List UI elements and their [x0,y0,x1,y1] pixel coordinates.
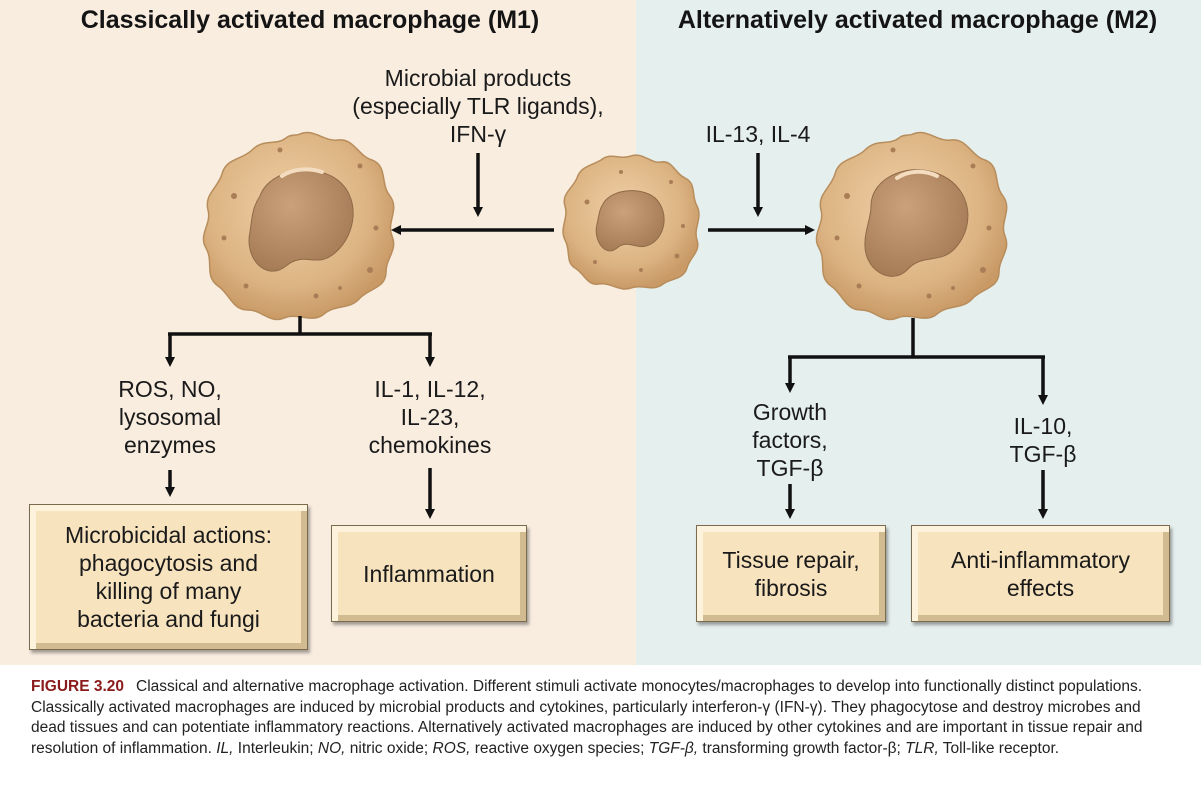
m2-products-left: Growth factors, TGF-β [752,399,828,481]
inflammation-box: Inflammation [331,525,527,622]
caption-text: Classical and alternative macrophage act… [31,678,1143,757]
anti-inflammatory-box: Anti-inflammatory effects [911,525,1170,622]
m1-stimulus-label: Microbial products (especially TLR ligan… [352,65,604,147]
m1-title: Classically activated macrophage (M1) [80,6,540,34]
figure: Classically activated macrophage (M1) Al… [0,0,1201,665]
m1-macrophage-cell [202,131,395,321]
m1-products-right: IL-1, IL-12, IL-23, chemokines [368,376,492,458]
m1-products-left: ROS, NO, lysosomal enzymes [118,376,222,458]
m2-stimulus-label: IL-13, IL-4 [705,121,811,147]
m2-branch-connector [785,318,1048,405]
m2-products-right: IL-10, TGF-β [1009,413,1077,467]
microbicidal-actions-box: Microbicidal actions: phagocytosis and k… [29,504,308,650]
m2-macrophage-cell [815,131,1008,321]
diagram-canvas [165,131,1048,519]
monocyte-cell [562,154,700,290]
figure-label: FIGURE 3.20 [31,678,125,695]
tissue-repair-box: Tissue repair, fibrosis [696,525,886,622]
m1-branch-connector [165,316,435,367]
abbreviation-list: IL, Interleukin; NO, nitric oxide; ROS, … [216,739,1060,757]
m2-title: Alternatively activated macrophage (M2) [677,6,1158,34]
